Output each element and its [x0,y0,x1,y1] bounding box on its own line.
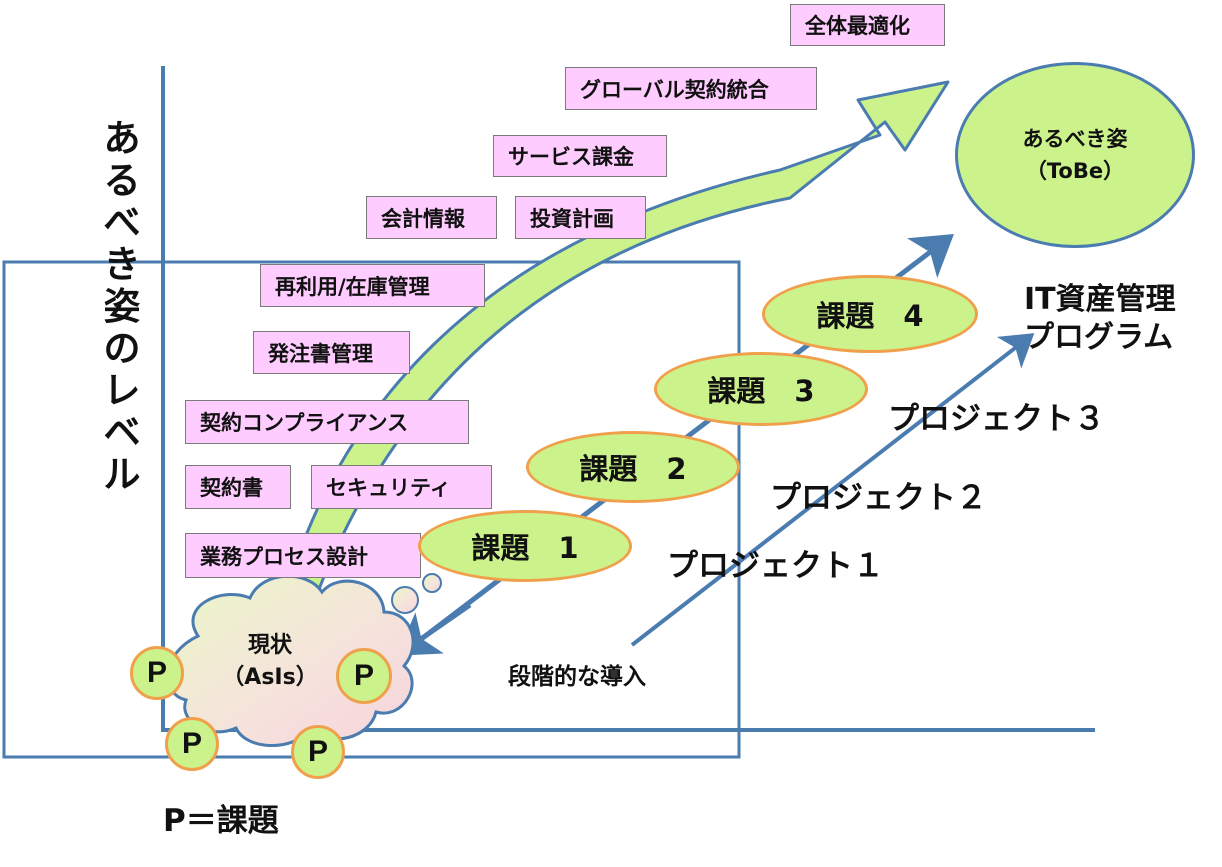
box-investment-plan: 投資計画 [515,196,646,239]
box-overall-optimization: 全体最適化 [790,4,945,46]
issue-path-back-arrow [396,602,472,656]
program-arrow [630,333,1035,647]
box-accounting-info: 会計情報 [366,196,497,239]
current-scope-frame [2,260,741,759]
box-global-contract: グローバル契約統合 [565,67,817,110]
thought-bubble-medium [391,586,419,614]
project-1-label: プロジェクト１ [667,548,884,584]
issue-2: 課題 2 [526,431,740,503]
legend-p-equals-issue: P＝課題 [163,803,279,839]
phased-intro-label: 段階的な導入 [508,664,646,690]
project-2-label: プロジェクト２ [770,480,987,516]
issue-marker-p-bottom-left: P [165,717,219,771]
box-reuse-inventory: 再利用/在庫管理 [260,264,485,307]
box-business-process: 業務プロセス設計 [185,533,421,578]
box-purchase-order: 発注書管理 [253,331,410,374]
issue-marker-p-left: P [130,646,184,700]
box-service-billing: サービス課金 [493,135,667,177]
thought-bubble-small [422,573,442,593]
issue-marker-p-right: P [336,648,392,704]
asis-title: 現状 [247,633,292,658]
asis-subtitle: （AsIs） [222,665,318,690]
tobe-title: あるべき姿 [1022,127,1128,151]
issue-1: 課題 1 [418,510,632,582]
tobe-subtitle: （ToBe） [1025,159,1125,183]
project-3-label: プロジェクト３ [888,401,1105,437]
vertical-axis-label: あるべき姿のレベル [103,117,141,496]
box-security: セキュリティ [311,465,492,509]
issue-3: 課題 3 [654,352,868,426]
box-contract-compliance: 契約コンプライアンス [185,400,469,444]
issue-marker-p-bottom-right: P [291,725,345,779]
issue-4: 課題 4 [762,275,978,353]
tobe-circle: あるべき姿 （ToBe） [955,62,1195,248]
asis-label: 現状 （AsIs） [205,630,335,694]
program-label-line2: プログラム [1024,320,1174,355]
program-label-line1: IT資産管理 [1024,282,1176,317]
box-contract: 契約書 [185,465,291,509]
program-label: IT資産管理 プログラム [1024,281,1176,357]
